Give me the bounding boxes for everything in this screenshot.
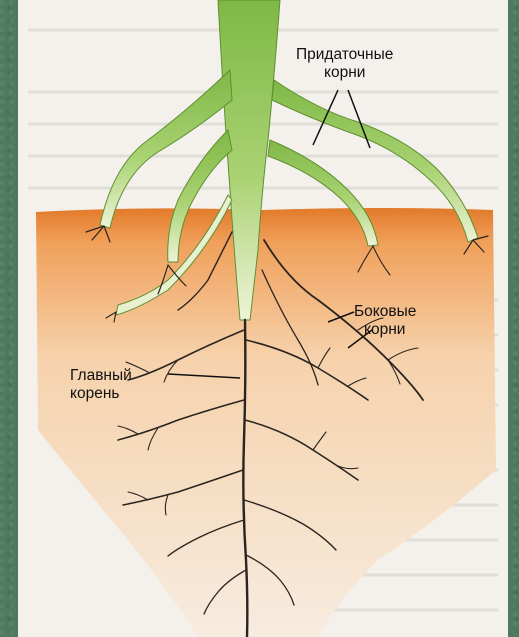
label-main-root: Главный корень	[70, 367, 132, 403]
root-system-diagram	[18, 0, 508, 637]
diagram-frame: Придаточные корни Боковые корни Главный …	[18, 0, 508, 637]
label-lateral-roots: Боковые корни	[354, 303, 416, 339]
soil-area	[36, 208, 496, 637]
label-adventitious-roots: Придаточные корни	[296, 46, 393, 82]
